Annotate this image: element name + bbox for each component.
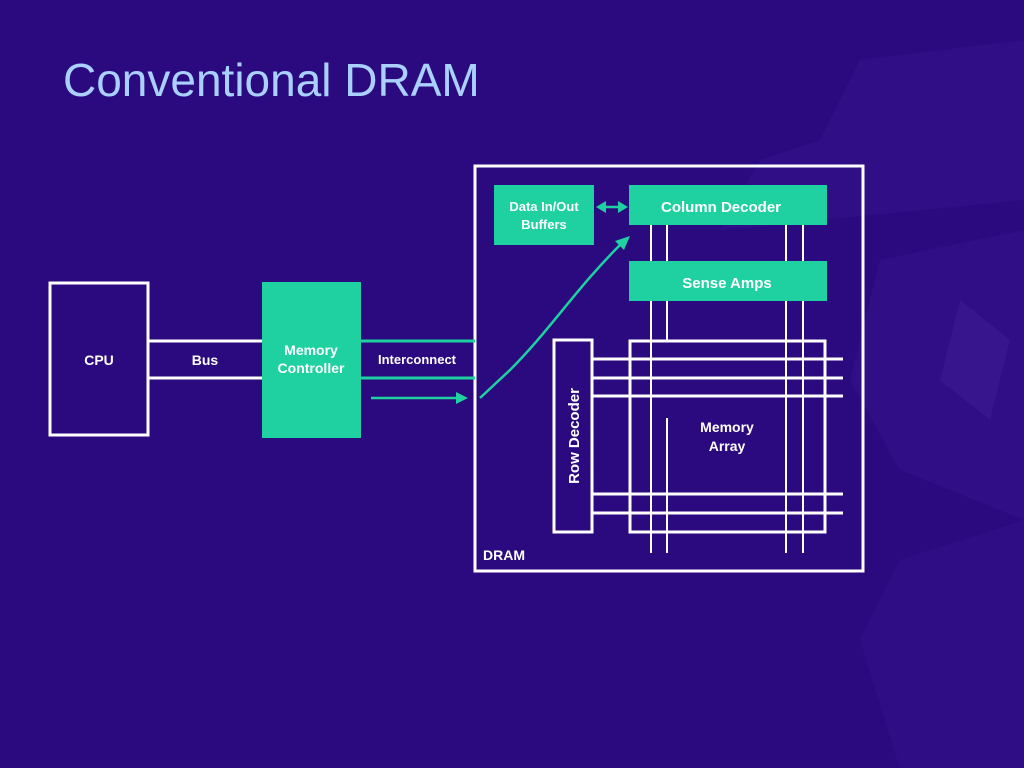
interconnect-label: Interconnect bbox=[378, 352, 457, 367]
dram-box bbox=[473, 164, 865, 573]
memory-controller-label-line2: Controller bbox=[278, 360, 345, 376]
cpu-box bbox=[48, 281, 150, 437]
cpu-label: CPU bbox=[84, 352, 114, 368]
dram-label: DRAM bbox=[483, 547, 525, 563]
slide-title: Conventional DRAM bbox=[63, 54, 480, 106]
sense-amps-box bbox=[629, 261, 827, 301]
data-buffers-label-line2: Buffers bbox=[521, 217, 567, 232]
address-arrow-head bbox=[615, 236, 630, 250]
column-decoder-label: Column Decoder bbox=[661, 199, 781, 216]
interconnect-arrow-head bbox=[456, 392, 468, 404]
memory-array-label-line1: Memory bbox=[700, 419, 754, 435]
memory-controller-label-line1: Memory bbox=[284, 342, 338, 358]
data-arrow-head-right bbox=[618, 201, 628, 213]
memory-array-box bbox=[628, 339, 827, 534]
memory-controller-box bbox=[262, 282, 361, 438]
row-decoder-label: Row Decoder bbox=[566, 388, 583, 484]
bus-label: Bus bbox=[192, 352, 219, 368]
data-buffers-label-line1: Data In/Out bbox=[509, 199, 579, 214]
address-arrow-path bbox=[479, 244, 621, 399]
data-buffers-box bbox=[494, 185, 594, 245]
column-decoder-box bbox=[629, 185, 827, 225]
memory-array-label-line2: Array bbox=[709, 438, 746, 454]
row-decoder-box bbox=[552, 338, 594, 534]
data-arrow-head-left bbox=[596, 201, 606, 213]
sense-amps-label: Sense Amps bbox=[682, 275, 771, 292]
